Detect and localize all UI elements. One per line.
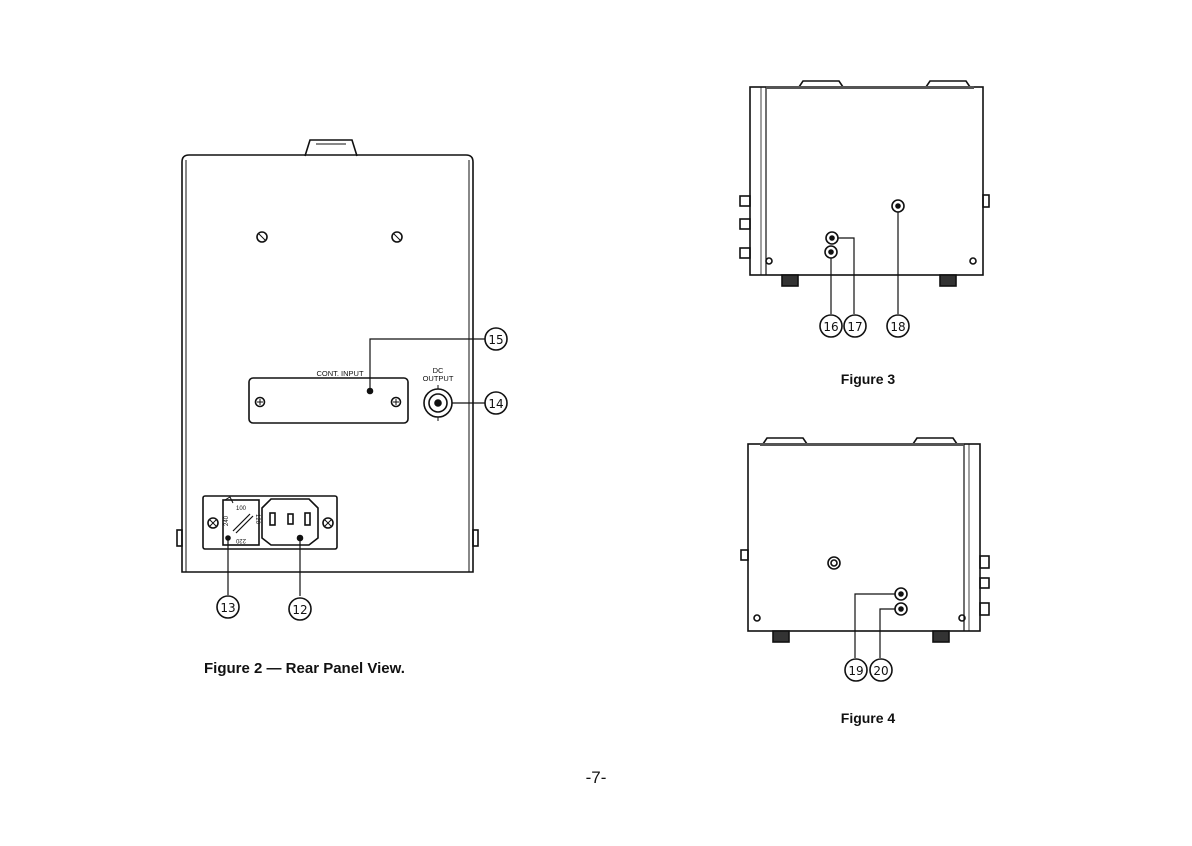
callout-12: 12 xyxy=(292,603,307,617)
callout-16: 16 xyxy=(823,320,838,334)
receptacle-pin-ground xyxy=(288,514,293,524)
fig4-grommet xyxy=(828,557,840,569)
module-screw-right xyxy=(323,518,333,528)
leader-19 xyxy=(855,594,895,658)
left-foot xyxy=(177,530,182,546)
dc-output-connector xyxy=(424,385,452,421)
module-screw-left xyxy=(208,518,218,528)
fig3-cabinet xyxy=(750,87,983,275)
right-foot xyxy=(473,530,478,546)
fig3-front-knob-1 xyxy=(740,196,750,206)
upper-screw-right xyxy=(392,232,402,242)
voltage-240-label: 240 xyxy=(224,515,230,526)
fig3-screw-left xyxy=(766,258,772,264)
fig4-foot-left xyxy=(773,631,789,642)
callout-19: 19 xyxy=(848,664,863,678)
cont-input-plate xyxy=(249,378,408,423)
fig4-front-knob-1 xyxy=(980,556,989,568)
plate-screw-right xyxy=(392,398,401,407)
fig4-foot-right xyxy=(933,631,949,642)
leader-17 xyxy=(838,238,854,314)
fig4-jack-20 xyxy=(895,603,907,615)
callout-14: 14 xyxy=(488,397,503,411)
fuse-icon xyxy=(233,514,250,531)
callout-20: 20 xyxy=(873,664,888,678)
voltage-100-label: 100 xyxy=(236,506,247,512)
rear-panel-figure xyxy=(177,140,507,620)
plate-screw-left xyxy=(256,398,265,407)
fig4-cabinet xyxy=(748,444,980,631)
callout-15: 15 xyxy=(488,333,503,347)
fig4-jack-19 xyxy=(895,588,907,600)
cont-input-label: CONT. INPUT xyxy=(316,369,364,378)
receptacle-pin-left xyxy=(270,513,275,525)
fig4-front-knob-2 xyxy=(980,578,989,588)
figure2-caption: Figure 2 — Rear Panel View. xyxy=(204,660,405,677)
side-view-figure-4 xyxy=(741,438,989,681)
fig3-jack-16 xyxy=(825,246,837,258)
fig3-foot-left xyxy=(782,275,798,286)
figure4-caption: Figure 4 xyxy=(841,710,896,726)
receptacle-pin-right xyxy=(305,513,310,525)
leader-15 xyxy=(370,339,485,391)
callout-13: 13 xyxy=(220,601,235,615)
side-view-figure-3 xyxy=(740,81,989,337)
fig3-foot-right xyxy=(940,275,956,286)
upper-screw-left xyxy=(257,232,267,242)
leader-20 xyxy=(880,609,895,658)
callout-18: 18 xyxy=(890,320,905,334)
callout-17: 17 xyxy=(847,320,862,334)
cabinet-outline xyxy=(182,155,473,572)
voltage-220-label: 220 xyxy=(235,537,246,543)
voltage-120-label: 120 xyxy=(254,514,260,525)
page-number: -7- xyxy=(586,768,607,787)
fig4-front-knob-3 xyxy=(980,603,989,615)
output-label: OUTPUT xyxy=(423,374,454,383)
fig3-front-knob-2 xyxy=(740,219,750,229)
fig3-screw-right xyxy=(970,258,976,264)
figure3-caption: Figure 3 xyxy=(841,371,896,387)
fig4-rear-stub xyxy=(741,550,748,560)
top-handle xyxy=(305,140,357,156)
fig3-jack-18 xyxy=(892,200,904,212)
fig3-rear-stub xyxy=(983,195,989,207)
fig3-front-knob-3 xyxy=(740,248,750,258)
fig4-screw-left xyxy=(754,615,760,621)
fig3-jack-17 xyxy=(826,232,838,244)
